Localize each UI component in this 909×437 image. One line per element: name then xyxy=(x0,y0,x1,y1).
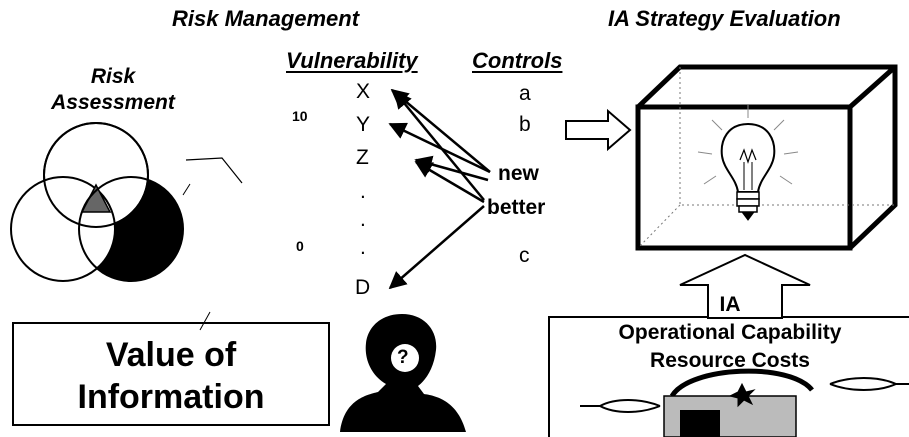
vulnerability-x: X xyxy=(356,80,371,103)
control-arrows xyxy=(388,88,491,290)
value-of-information-line1: Value of xyxy=(105,336,237,374)
ia-panel-line3: Resource Costs xyxy=(650,349,810,372)
vulnerability-ellipsis-2: . xyxy=(360,208,366,231)
lightbulb-icon xyxy=(697,104,799,221)
control-better: better xyxy=(487,196,546,219)
control-new: new xyxy=(498,162,539,185)
ia-strategy-title: IA Strategy Evaluation xyxy=(608,6,841,31)
vulnerability-d: D xyxy=(355,276,371,299)
hollow-right-arrow xyxy=(565,108,632,152)
balance-scale-icon xyxy=(580,368,909,437)
person-silhouette-icon xyxy=(340,314,466,432)
risk-assessment-line2: Assessment xyxy=(51,91,175,114)
venn-diagram xyxy=(10,122,184,282)
scale-top-label: 10 xyxy=(292,108,308,124)
risk-assessment-line1: Risk xyxy=(90,65,136,88)
vulnerability-ellipsis-1: . xyxy=(360,180,366,203)
control-c: c xyxy=(519,244,530,267)
vulnerability-y: Y xyxy=(356,113,371,136)
vulnerability-z: Z xyxy=(356,146,369,169)
arrow-better-to-d xyxy=(388,205,485,290)
tick-mark-2 xyxy=(199,311,211,331)
ia-panel-text: IA Operational Capability Resource Costs xyxy=(560,291,900,375)
controls-header: Controls xyxy=(472,48,563,73)
value-of-information-line2: Information xyxy=(77,378,265,416)
tick-mark xyxy=(182,183,191,196)
vulnerability-header: Vulnerability xyxy=(286,48,418,73)
ia-panel-line1: IA xyxy=(719,293,741,316)
connector-line xyxy=(185,157,243,184)
risk-management-title: Risk Management xyxy=(172,6,360,31)
vulnerability-ellipsis-3: . xyxy=(360,236,366,259)
control-a: a xyxy=(519,82,531,105)
question-mark-label: ? xyxy=(397,347,409,368)
control-b: b xyxy=(519,113,531,136)
value-of-information-box: Value of Information xyxy=(12,322,330,426)
cube-front-face xyxy=(635,104,853,251)
ia-panel-line2: Operational Capability xyxy=(618,321,842,344)
strategy-cube xyxy=(635,64,898,251)
risk-assessment-label: Risk Assessment xyxy=(38,64,188,116)
arrow-better-to-x xyxy=(393,90,485,201)
arrow-better-to-z xyxy=(414,160,485,204)
scale-bottom-label: 0 xyxy=(296,238,304,254)
hollow-up-arrow xyxy=(679,253,811,319)
